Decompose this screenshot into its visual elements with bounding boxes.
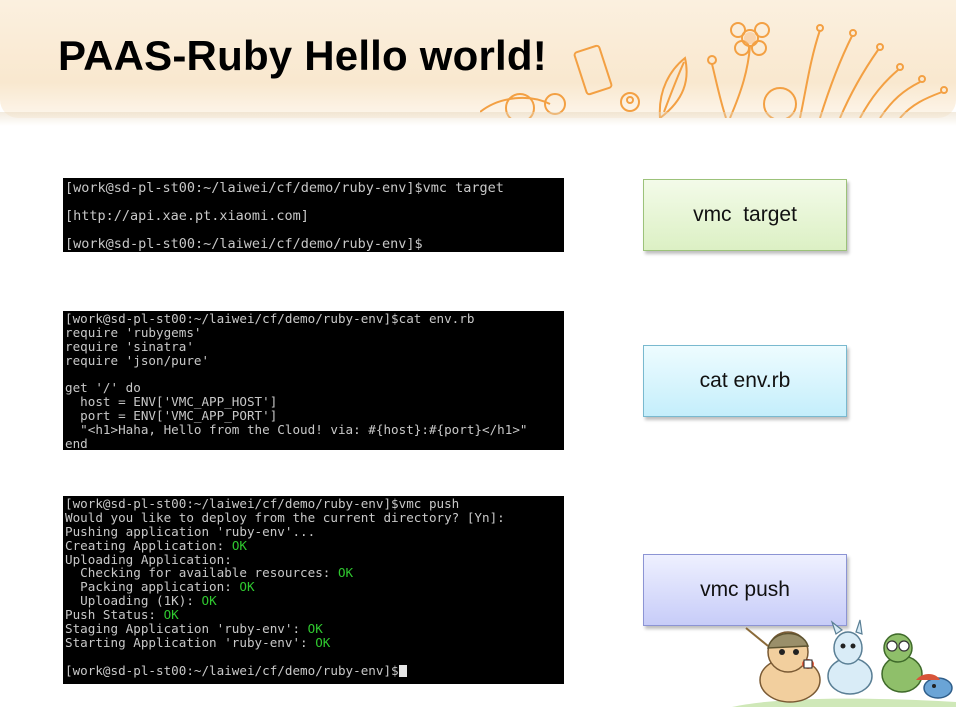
terminal-text: require 'json/pure' <box>65 352 210 368</box>
terminal-text: Push Status: <box>65 607 164 623</box>
cartoon-mascots-icon <box>732 619 956 707</box>
terminal-line: Uploading (1K): OK <box>65 594 564 608</box>
terminal-text: Packing application: <box>65 579 240 595</box>
terminal-line: Checking for available resources: OK <box>65 566 564 580</box>
terminal-text: require 'rubygems' <box>65 324 202 340</box>
ok-status: OK <box>239 579 255 595</box>
terminal-line: end <box>65 437 564 450</box>
cat-env-callout: cat env.rb <box>643 345 847 417</box>
terminal-line: Would you like to deploy from the curren… <box>65 509 564 525</box>
terminal-text: Staging Application 'ruby-env': <box>65 621 308 637</box>
terminal-line: Starting Application 'ruby-env': OK <box>65 634 564 650</box>
vmc-target-callout: vmc target <box>643 179 847 251</box>
terminal-line: Creating Application: OK <box>65 537 564 553</box>
terminal-line <box>65 368 564 382</box>
terminal-text: end <box>65 436 88 450</box>
terminal-text: host = ENV['VMC_APP_HOST'] <box>65 394 278 410</box>
terminal-text: [work@sd-pl-st00:~/laiwei/cf/demo/ruby-e… <box>65 496 460 511</box>
ok-status: OK <box>163 607 179 623</box>
terminal-text: Starting Application 'ruby-env': <box>65 634 316 650</box>
ok-status: OK <box>315 634 331 650</box>
terminal-text: Pushing application 'ruby-env'... <box>65 523 316 539</box>
terminal-line: "<h1>Haha, Hello from the Cloud! via: #{… <box>65 423 564 437</box>
ok-status: OK <box>201 593 217 609</box>
terminal-line: [work@sd-pl-st00:~/laiwei/cf/demo/ruby-e… <box>65 497 564 511</box>
terminal-text: Uploading (1K): <box>65 593 202 609</box>
terminal-text: Checking for available resources: <box>65 565 338 581</box>
title-banner: PAAS-Ruby Hello world! <box>0 0 956 118</box>
terminal-text: [work@sd-pl-st00:~/laiwei/cf/demo/ruby-e… <box>65 662 399 678</box>
terminal-line: Staging Application 'ruby-env': OK <box>65 622 564 636</box>
vmc-push-terminal: [work@sd-pl-st00:~/laiwei/cf/demo/ruby-e… <box>63 496 564 684</box>
ok-status: OK <box>307 621 323 637</box>
terminal-line: [work@sd-pl-st00:~/laiwei/cf/demo/ruby-e… <box>65 179 564 207</box>
terminal-line: get '/' do <box>65 381 564 395</box>
terminal-line: [work@sd-pl-st00:~/laiwei/cf/demo/ruby-e… <box>65 662 564 678</box>
terminal-line: port = ENV['VMC_APP_PORT'] <box>65 409 564 423</box>
terminal-text: Creating Application: <box>65 537 232 553</box>
terminal-line: [http://api.xae.pt.xiaomi.com] <box>65 207 564 235</box>
terminal-line: Push Status: OK <box>65 608 564 622</box>
banner-shadow <box>0 112 956 126</box>
slide-title: PAAS-Ruby Hello world! <box>58 32 547 79</box>
terminal-line: require 'sinatra' <box>65 338 564 354</box>
terminal-text: port = ENV['VMC_APP_PORT'] <box>65 408 278 424</box>
vmc-target-terminal: [work@sd-pl-st00:~/laiwei/cf/demo/ruby-e… <box>63 178 564 252</box>
terminal-cursor <box>398 664 407 677</box>
terminal-line: host = ENV['VMC_APP_HOST'] <box>65 395 564 409</box>
cat-env-terminal: [work@sd-pl-st00:~/laiwei/cf/demo/ruby-e… <box>63 311 564 450</box>
terminal-text: [work@sd-pl-st00:~/laiwei/cf/demo/ruby-e… <box>65 311 475 326</box>
terminal-line: require 'rubygems' <box>65 324 564 340</box>
ok-status: OK <box>231 537 247 553</box>
flowers-and-phone-doodle-icon <box>480 22 948 118</box>
terminal-text: require 'sinatra' <box>65 338 194 354</box>
terminal-line: require 'json/pure' <box>65 352 564 368</box>
terminal-text: [work@sd-pl-st00:~/laiwei/cf/demo/ruby-e… <box>65 236 423 252</box>
terminal-line: [work@sd-pl-st00:~/laiwei/cf/demo/ruby-e… <box>65 235 564 252</box>
terminal-line: [work@sd-pl-st00:~/laiwei/cf/demo/ruby-e… <box>65 312 564 326</box>
terminal-text: [work@sd-pl-st00:~/laiwei/cf/demo/ruby-e… <box>65 180 504 196</box>
terminal-text: [http://api.xae.pt.xiaomi.com] <box>65 208 309 224</box>
terminal-text: Uploading Application: <box>65 551 232 567</box>
ok-status: OK <box>337 565 354 581</box>
terminal-line: Pushing application 'ruby-env'... <box>65 523 564 539</box>
terminal-text: Would you like to deploy from the curren… <box>65 509 505 525</box>
terminal-line <box>65 650 564 664</box>
terminal-text: get '/' do <box>65 380 141 396</box>
terminal-line: Packing application: OK <box>65 580 564 594</box>
terminal-line: Uploading Application: <box>65 551 564 567</box>
vmc-push-callout: vmc push <box>643 554 847 626</box>
terminal-text: "<h1>Haha, Hello from the Cloud! via: #{… <box>65 422 528 438</box>
